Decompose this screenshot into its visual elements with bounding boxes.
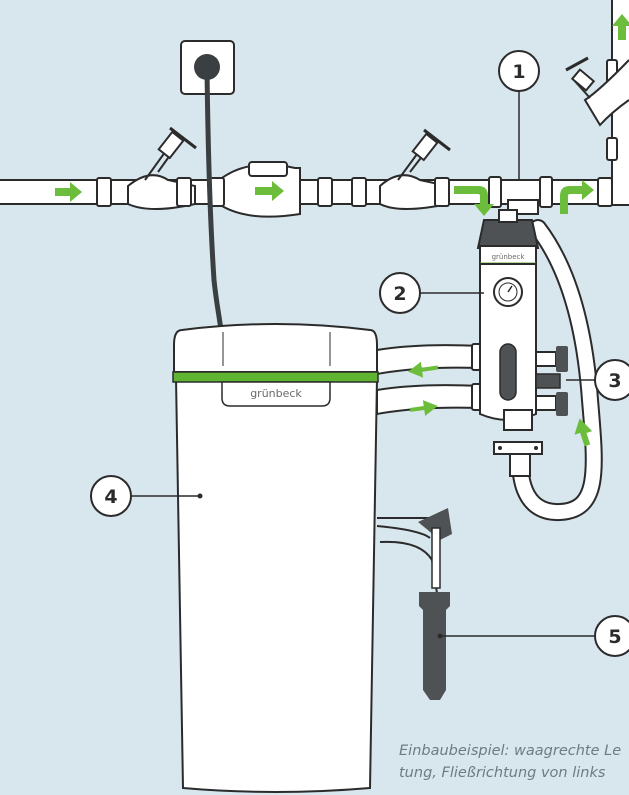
flow-arrow [574, 418, 593, 447]
callout-number: 5 [608, 626, 621, 648]
flow-arrows [55, 14, 629, 447]
flow-arrow [408, 361, 439, 378]
filter-brand-logo: grünbeck [492, 253, 526, 261]
caption-line-2: tung, Fließrichtung von links [399, 765, 606, 781]
softener-hoses [376, 343, 485, 416]
water-softener [172, 323, 379, 793]
callout-4: 4 [90, 475, 203, 517]
riser-pipe [565, 0, 629, 206]
softener-brand-logo: grünbeck [250, 387, 302, 400]
water-filter [476, 209, 568, 477]
callout-3: 3 [566, 359, 629, 401]
callout-1: 1 [498, 50, 540, 180]
callout-2: 2 [379, 272, 484, 314]
flow-arrow [409, 400, 438, 416]
diagram-caption: Einbaubeispiel: waagrechte Le tung, Flie… [399, 740, 629, 784]
flow-arrow [612, 14, 629, 40]
shutoff-valve-right [379, 128, 451, 210]
pipe-fittings [96, 176, 613, 208]
callout-5: 5 [437, 615, 629, 657]
callout-number: 3 [608, 370, 621, 392]
flow-arrow [55, 182, 82, 202]
flow-arrow [454, 186, 494, 216]
flow-arrow [255, 181, 284, 201]
flow-arrow [560, 180, 594, 214]
power-cable [204, 67, 224, 333]
caption-line-1: Einbaubeispiel: waagrechte Le [399, 743, 622, 759]
wall-socket [180, 40, 235, 95]
callout-number: 2 [393, 283, 406, 305]
drain-assembly [376, 508, 452, 700]
filter-connection-flange [500, 179, 541, 215]
callout-number: 4 [104, 486, 117, 508]
callout-number: 1 [512, 61, 525, 83]
